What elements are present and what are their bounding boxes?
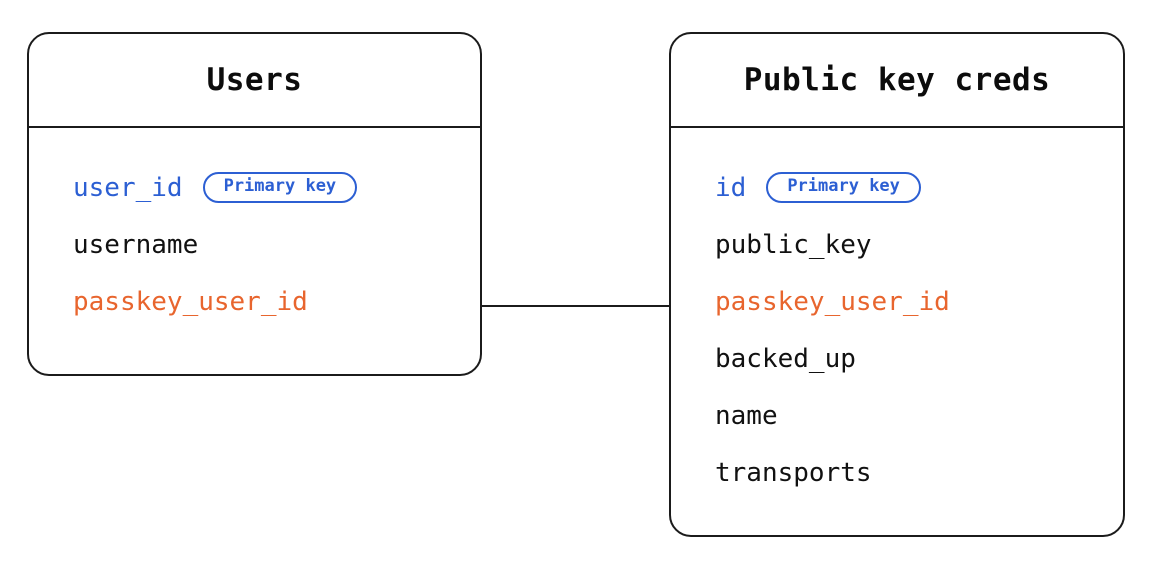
entity-public-key-creds-title: Public key creds	[743, 62, 1051, 98]
primary-key-badge-label: Primary key	[223, 176, 337, 197]
field-row-transports[interactable]: transports	[671, 444, 1123, 501]
field-row-public-key[interactable]: public_key	[671, 216, 1123, 273]
field-row-passkey-user-id[interactable]: passkey_user_id	[29, 273, 480, 330]
primary-key-badge: Primary key	[202, 172, 358, 203]
entity-public-key-creds-header: Public key creds	[671, 34, 1123, 128]
primary-key-badge: Primary key	[766, 172, 921, 203]
entity-users[interactable]: Users user_id Primary key username passk…	[27, 32, 482, 376]
entity-public-key-creds[interactable]: Public key creds id Primary key public_k…	[669, 32, 1125, 537]
field-row-name[interactable]: name	[671, 387, 1123, 444]
field-row-backed-up[interactable]: backed_up	[671, 330, 1123, 387]
entity-users-title: Users	[206, 62, 303, 98]
field-name-id: id	[715, 172, 747, 203]
field-name-user-id: user_id	[73, 172, 183, 203]
field-name-backed-up: backed_up	[715, 343, 856, 374]
field-name-passkey-user-id: passkey_user_id	[715, 286, 950, 317]
field-row-user-id[interactable]: user_id Primary key	[29, 159, 480, 216]
field-row-username[interactable]: username	[29, 216, 480, 273]
entity-users-field-list: user_id Primary key username passkey_use…	[29, 159, 480, 330]
field-name-passkey-user-id: passkey_user_id	[73, 286, 308, 317]
field-row-id[interactable]: id Primary key	[671, 159, 1123, 216]
relationship-connector-line	[481, 305, 670, 308]
entity-users-header: Users	[29, 34, 480, 128]
field-row-passkey-user-id[interactable]: passkey_user_id	[671, 273, 1123, 330]
field-name-public-key: public_key	[715, 229, 872, 260]
field-name-name: name	[715, 400, 778, 431]
field-name-transports: transports	[715, 457, 872, 488]
entity-public-key-creds-field-list: id Primary key public_key passkey_user_i…	[671, 159, 1123, 501]
field-name-username: username	[73, 229, 199, 260]
primary-key-badge-label: Primary key	[787, 176, 900, 197]
